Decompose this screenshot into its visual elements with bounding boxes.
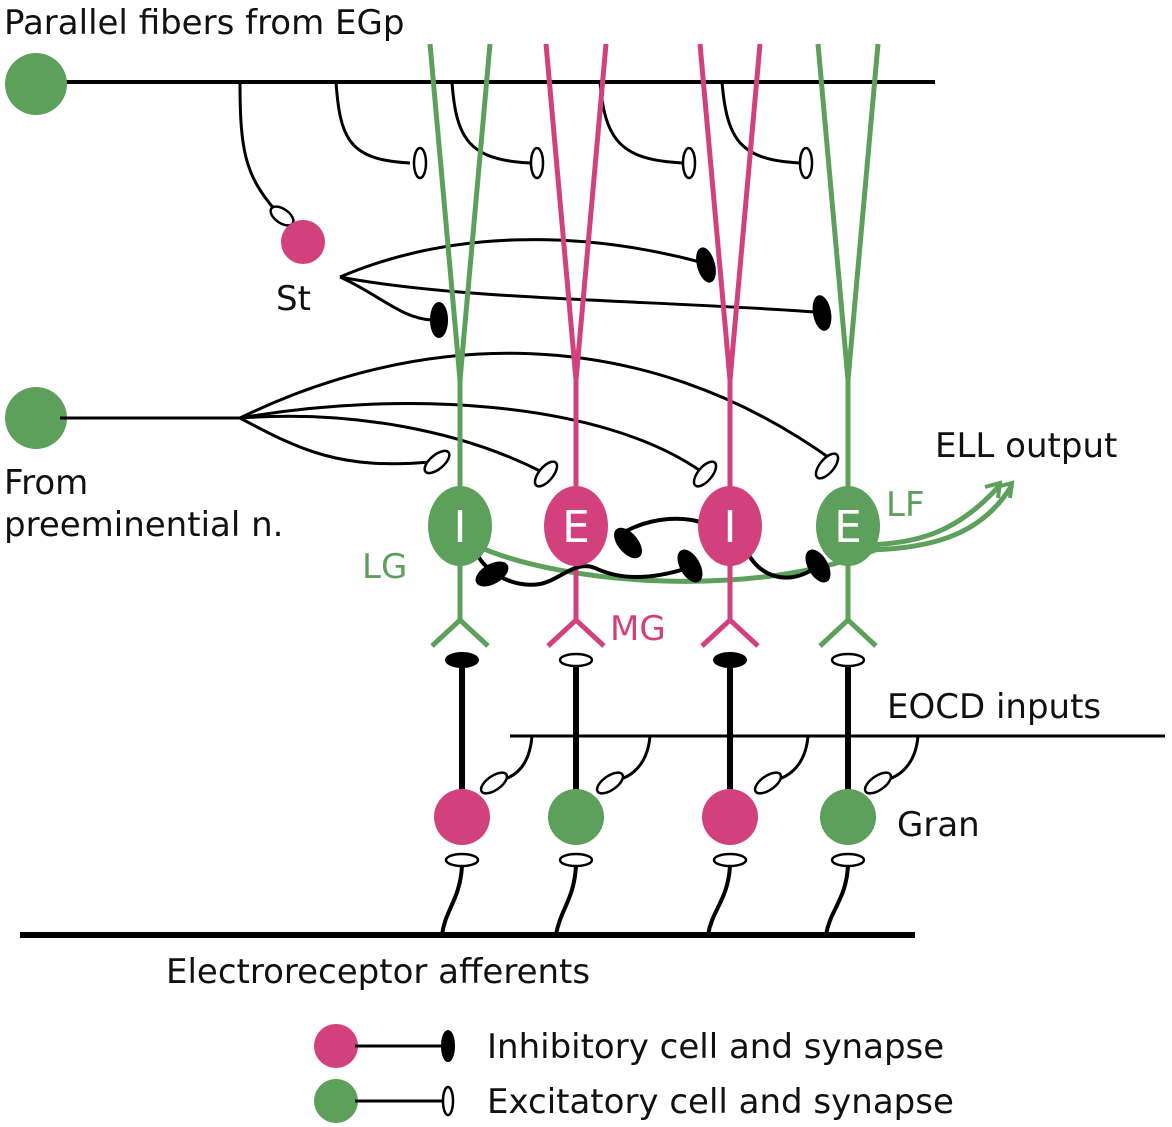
stellate-cell: [281, 220, 325, 264]
legend-inhibitory: Inhibitory cell and synapse: [314, 1024, 944, 1068]
stellate-axons: [339, 238, 816, 322]
lf-label: LF: [886, 485, 925, 525]
preeminential-synapses: [423, 449, 840, 488]
cell-lf: E: [816, 486, 880, 566]
mg-label: MG: [610, 609, 666, 649]
ell-output-label: ELL output: [935, 426, 1117, 466]
parallel-fibers-label: Parallel fibers from EGp: [4, 3, 404, 43]
afferent-synapses: [444, 852, 866, 868]
parallel-fiber-synapses: [269, 146, 814, 227]
granule-cell-4: [820, 789, 876, 845]
granule-cell-3: [702, 789, 758, 845]
cell-mg-i: I: [698, 486, 762, 566]
legend-excitatory-cell: [314, 1079, 358, 1123]
preeminential-cell: [5, 387, 67, 449]
legend-inhibitory-cell: [314, 1024, 358, 1068]
cell-lg-letter: I: [454, 502, 467, 553]
gran-label: Gran: [897, 805, 980, 845]
legend: Inhibitory cell and synapse Excitatory c…: [314, 1024, 954, 1123]
parallel-fiber-branches: [238, 81, 801, 211]
local-synapses: [475, 527, 831, 587]
cell-lf-letter: E: [834, 502, 862, 553]
cell-mg-i-letter: I: [724, 502, 737, 553]
lg-label: LG: [362, 547, 407, 587]
basal-dendrites: [430, 560, 878, 648]
eocd-axon: [501, 734, 1165, 782]
from-preeminential-label-1: From: [4, 463, 88, 503]
legend-inhibitory-synapse: [441, 1030, 455, 1062]
granule-axons: [459, 664, 851, 792]
granule-cell-2: [548, 789, 604, 845]
granule-cell-1: [434, 789, 490, 845]
from-preeminential-label-2: preeminential n.: [4, 505, 283, 545]
eocd-synapses: [479, 771, 893, 795]
apical-dendrite-1: [427, 43, 493, 492]
cell-lg: I: [428, 486, 492, 566]
preeminential-axons: [60, 351, 836, 474]
apical-dendrite-4: [815, 43, 881, 492]
cell-mg-e: E: [544, 486, 608, 566]
stellate-label: St: [276, 279, 311, 319]
legend-inhibitory-label: Inhibitory cell and synapse: [487, 1027, 944, 1067]
cell-mg-e-letter: E: [562, 502, 590, 553]
legend-excitatory-synapse: [441, 1085, 455, 1117]
apical-dendrite-3: [697, 43, 763, 492]
eocd-inputs-label: EOCD inputs: [887, 687, 1101, 727]
afferent-branches: [440, 865, 850, 936]
apical-dendrite-2: [543, 43, 609, 492]
legend-excitatory-label: Excitatory cell and synapse: [487, 1082, 954, 1122]
legend-excitatory: Excitatory cell and synapse: [314, 1079, 954, 1123]
egp-cell: [5, 53, 67, 115]
stellate-synapses: [430, 247, 832, 338]
granule-synapses: [445, 652, 866, 668]
afferents-label: Electroreceptor afferents: [166, 952, 590, 992]
